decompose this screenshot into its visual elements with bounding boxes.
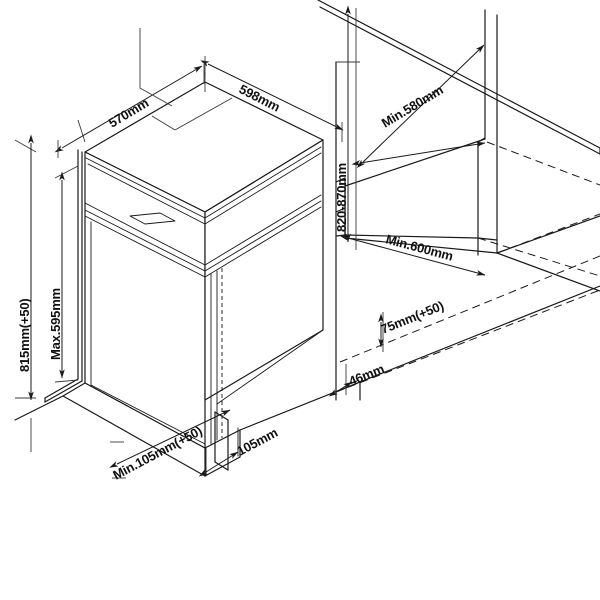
dimension-label: 815mm(+50): [17, 298, 32, 372]
worktop: [317, 0, 600, 155]
cabinet-niche: [344, 9, 600, 292]
door-handle-recess: [129, 212, 176, 225]
dimension-label: 75mm(+50): [379, 298, 446, 337]
dimension-label: Min.105mm(+50): [110, 423, 204, 483]
dishwasher-body: [84, 81, 324, 449]
dimension-door-max-595: Max.595mm: [48, 165, 79, 383]
dimension-height-815: 815mm(+50): [14, 134, 37, 452]
dimension-height-820-870: 820-870mm: [334, 5, 360, 250]
dimension-label: Max.595mm: [48, 288, 63, 360]
floor-reference-lines: [14, 285, 600, 431]
dimension-plinth-setback-46: 46mm: [328, 361, 386, 397]
dimension-label: 820-870mm: [334, 163, 349, 232]
left-wall-panel: [44, 149, 83, 403]
dimension-label: Min.580mm: [379, 82, 446, 130]
